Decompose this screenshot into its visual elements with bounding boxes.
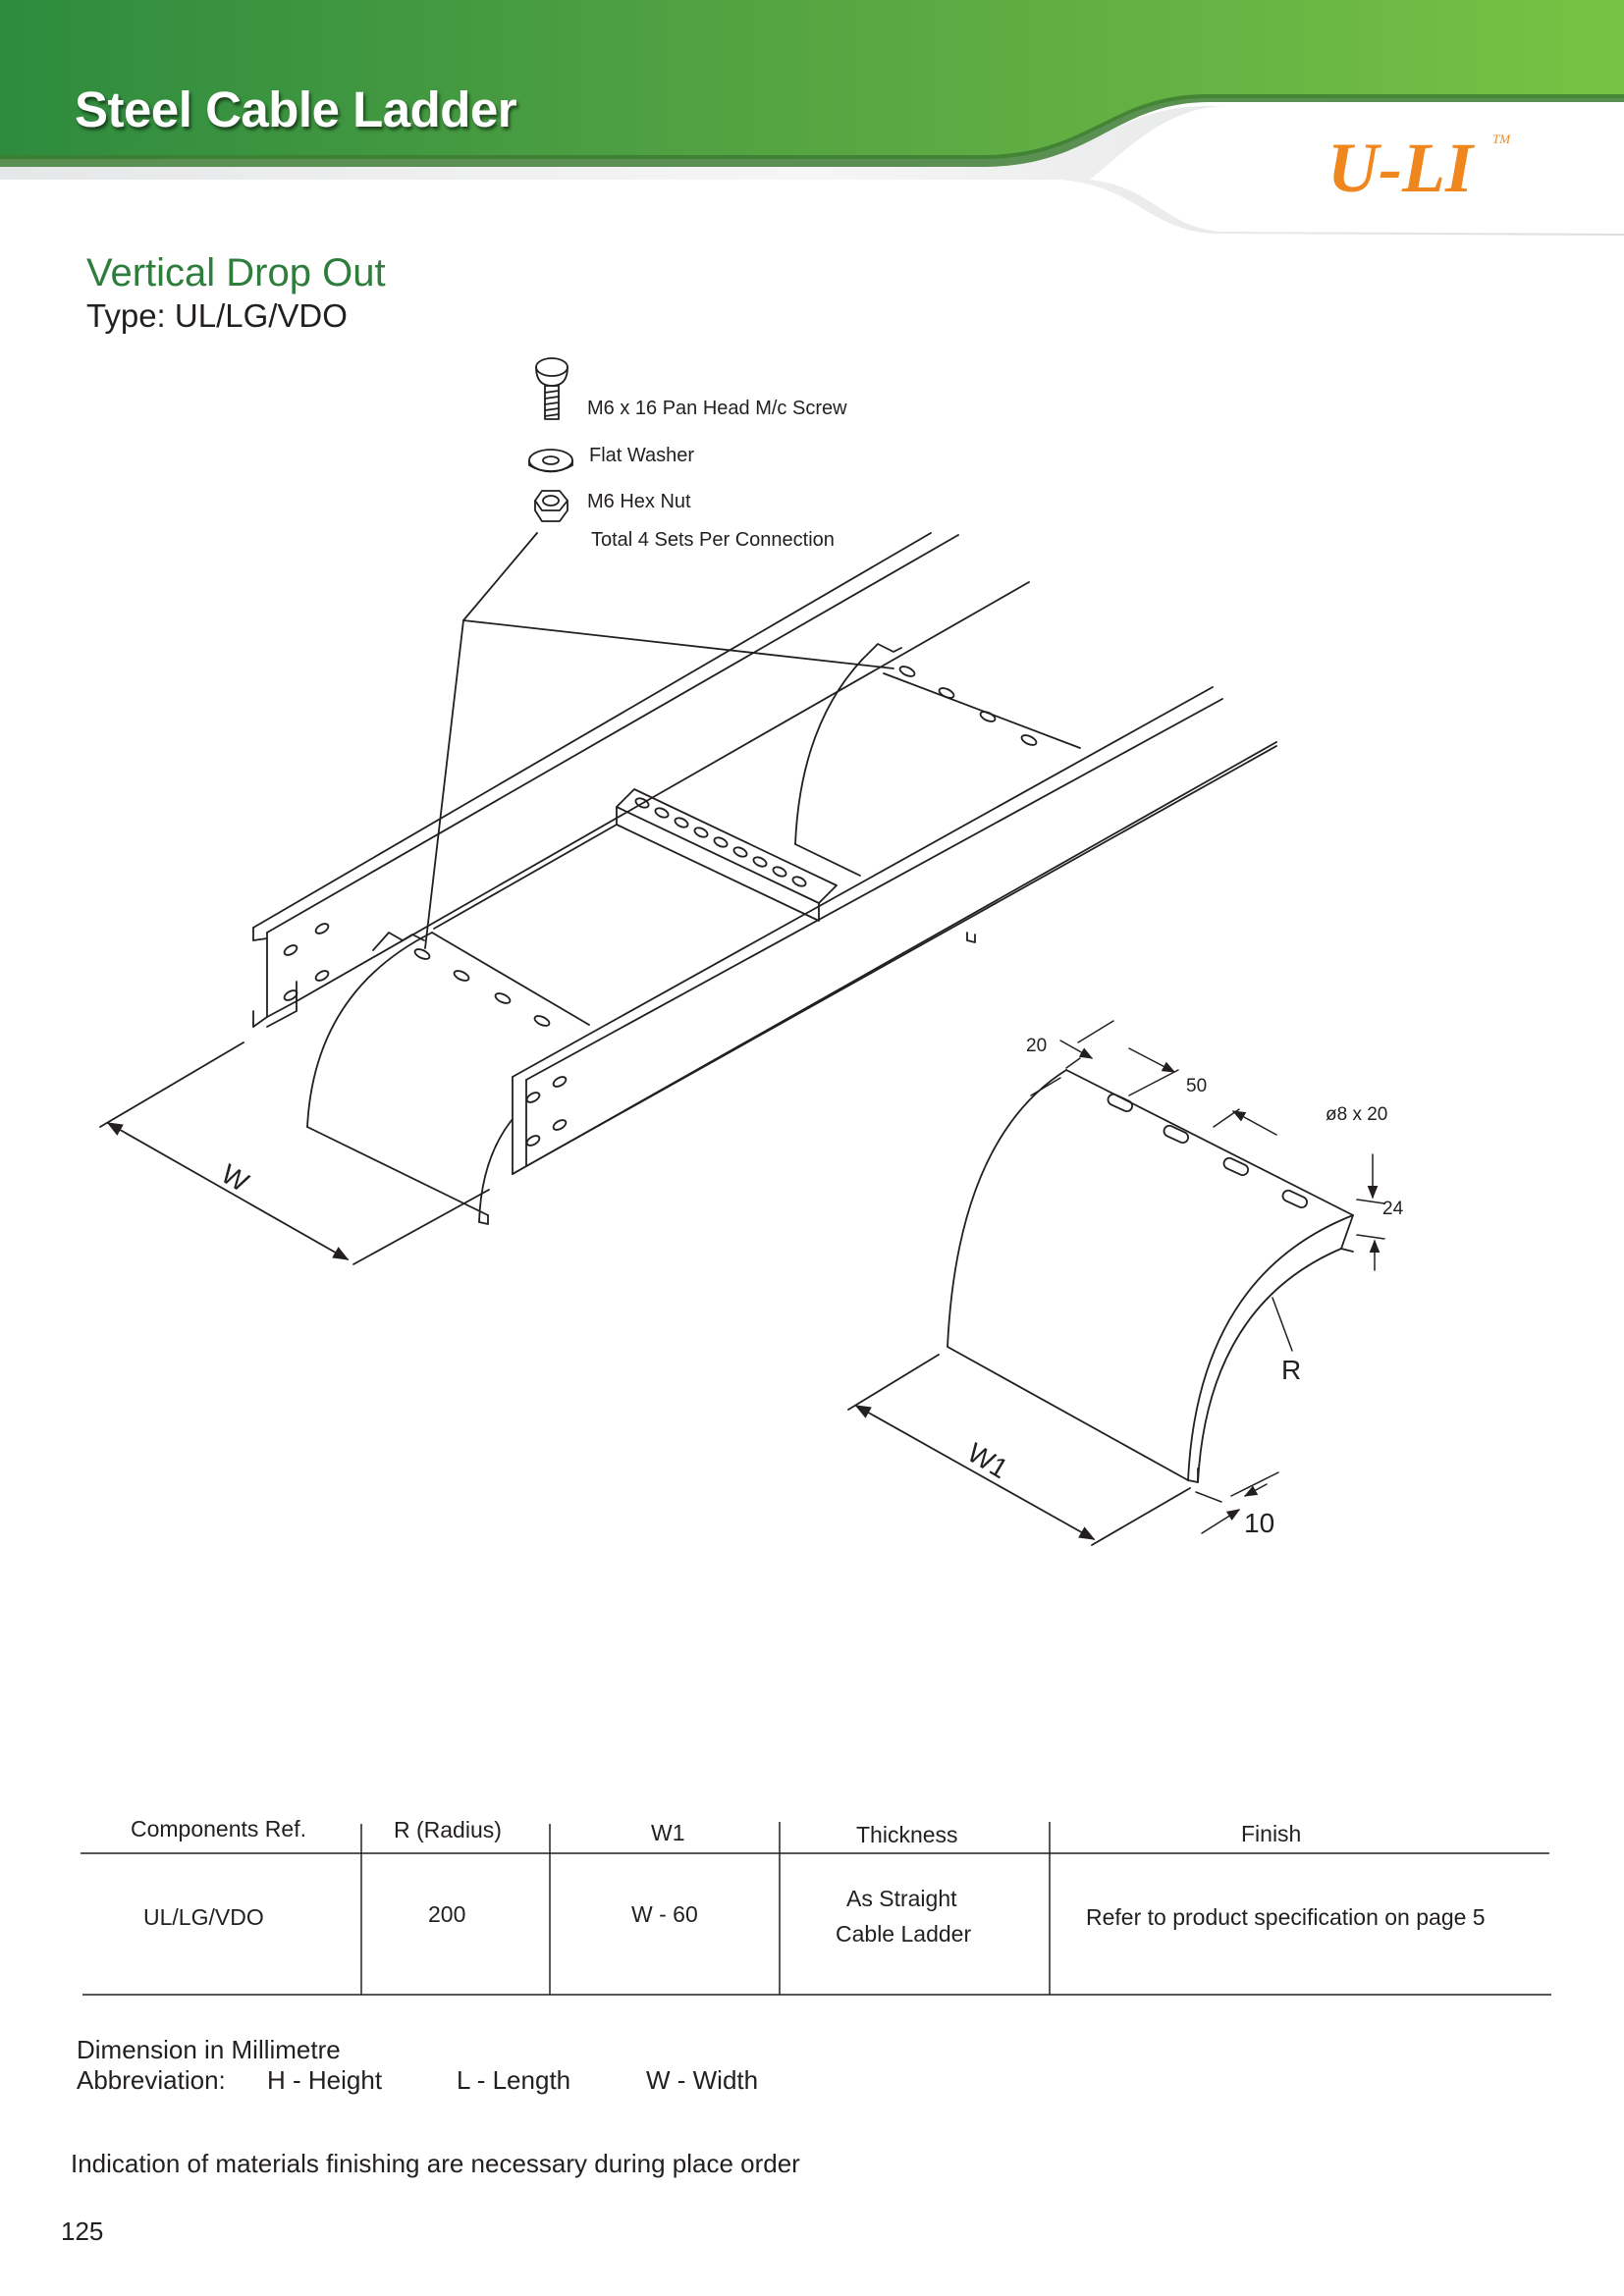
nut-label: M6 Hex Nut (587, 491, 691, 512)
table-cell-w1: W - 60 (631, 1901, 698, 1927)
table-header-components: Components Ref. (131, 1816, 306, 1842)
page-number: 125 (61, 2216, 104, 2246)
drop-out-plate-back (794, 643, 1081, 877)
detail-dimensions (1030, 1020, 1385, 1534)
slot-size-label: ø8 x 20 (1326, 1104, 1388, 1125)
table-header-thickness: Thickness (856, 1822, 958, 1847)
dimension-note: Dimension in Millimetre (77, 2035, 341, 2064)
table-cell-finish: Refer to product specification on page 5 (1086, 1904, 1486, 1930)
ladder-rung (433, 788, 838, 930)
brand-logo: U-LI (1327, 129, 1473, 207)
vertical-drop-out-drawing (99, 357, 1385, 1546)
flat-washer-icon (528, 449, 573, 473)
finishing-note: Indication of materials finishing are ne… (71, 2149, 800, 2178)
section-type: Type: UL/LG/VDO (86, 297, 348, 334)
table-cell-thickness-line1: As Straight (846, 1886, 957, 1911)
dim-20-label: 20 (1026, 1036, 1048, 1056)
abbreviation-width: W - Width (646, 2065, 759, 2095)
front-side-rail (512, 686, 1277, 1175)
hex-nut-icon (534, 490, 568, 522)
table-header-w1: W1 (651, 1820, 685, 1845)
washer-label: Flat Washer (589, 445, 695, 466)
screw-label: M6 x 16 Pan Head M/c Screw (587, 398, 847, 419)
w1-dimension (847, 1354, 1191, 1546)
dim-50-label: 50 (1186, 1076, 1208, 1096)
table-cell-thickness-line2: Cable Ladder (836, 1921, 972, 1947)
abbreviation-length: L - Length (457, 2065, 571, 2095)
abbreviation-height: H - Height (267, 2065, 383, 2095)
dim-10-label: 10 (1244, 1508, 1275, 1538)
total-sets-label: Total 4 Sets Per Connection (591, 529, 835, 551)
table-header-finish: Finish (1241, 1821, 1302, 1846)
abbreviation-label: Abbreviation: (77, 2065, 226, 2095)
table-cell-radius: 200 (428, 1901, 466, 1927)
dim-24-label: 24 (1382, 1199, 1404, 1219)
section-title: Vertical Drop Out (86, 251, 386, 294)
header-title: Steel Cable Ladder (75, 81, 517, 137)
table-header-radius: R (Radius) (394, 1817, 502, 1842)
header-banner (0, 0, 1624, 236)
back-side-rail (252, 532, 1030, 1028)
width-dimension (99, 1041, 490, 1265)
trademark-mark: TM (1492, 132, 1511, 146)
screw-icon (535, 357, 568, 420)
radius-label: R (1281, 1355, 1302, 1385)
table-cell-ref: UL/LG/VDO (143, 1904, 264, 1930)
